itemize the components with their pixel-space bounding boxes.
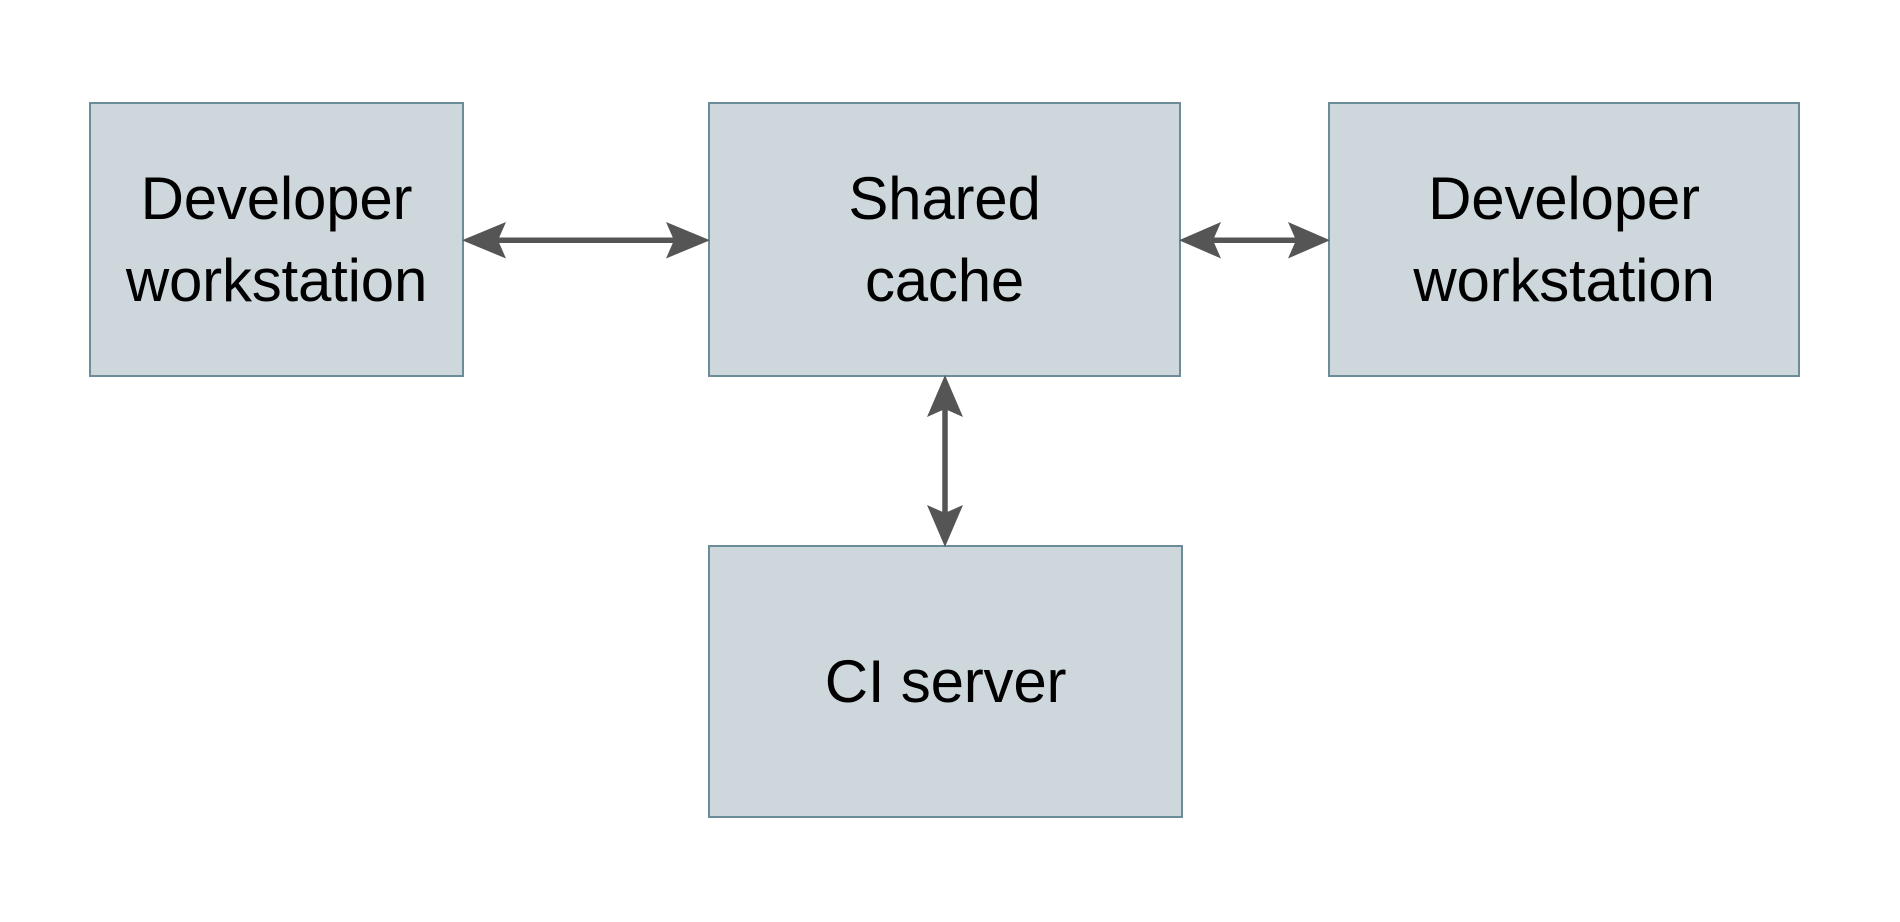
node-shared-cache[interactable]: Shared cache: [708, 102, 1181, 377]
node-label: Developer workstation: [1413, 164, 1715, 314]
edge-shared-cache-to-ci-server[interactable]: [909, 373, 981, 549]
node-label: CI server: [824, 647, 1067, 715]
edge-developer-left-to-shared-cache[interactable]: [460, 205, 712, 277]
node-ci-server[interactable]: CI server: [708, 545, 1183, 818]
node-developer-workstation-left[interactable]: Developer workstation: [89, 102, 464, 377]
node-label: Developer workstation: [125, 164, 428, 314]
node-developer-workstation-right[interactable]: Developer workstation: [1328, 102, 1800, 377]
edge-shared-cache-to-developer-right[interactable]: [1177, 205, 1332, 277]
double-arrow-icon: [462, 222, 710, 259]
double-arrow-icon: [1179, 222, 1330, 259]
double-arrow-icon: [927, 375, 963, 547]
node-label: Shared cache: [848, 164, 1041, 314]
